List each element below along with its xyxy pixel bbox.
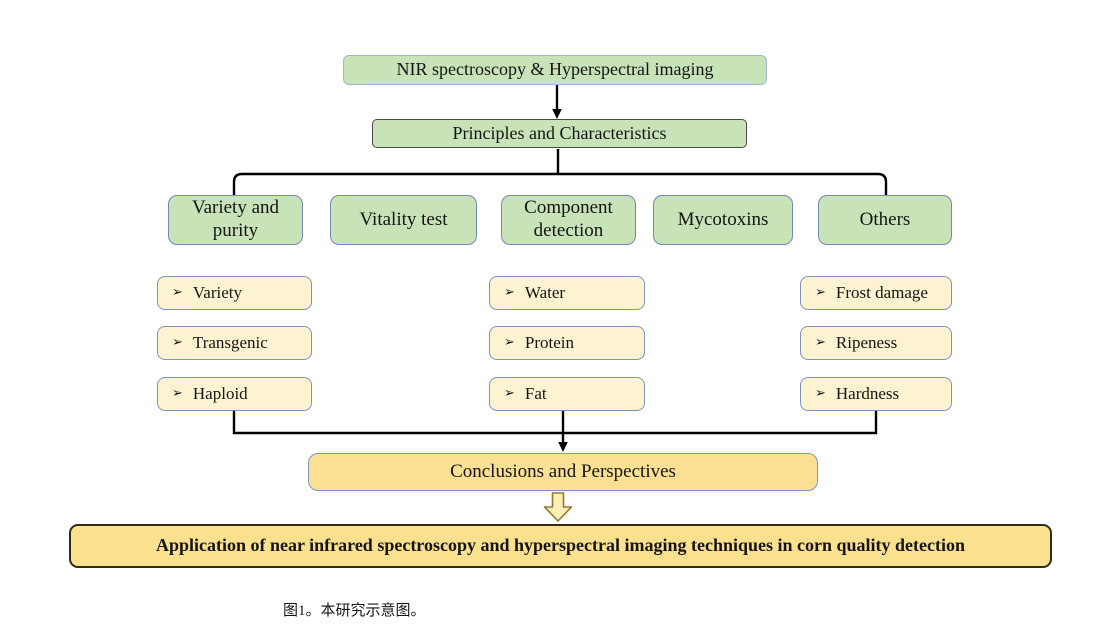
category-box-variety-purity: Variety and purity <box>168 195 303 245</box>
arrow-bullet-icon: ➢ <box>172 284 183 300</box>
arrowhead-principles-icon <box>552 109 562 119</box>
principles-box: Principles and Characteristics <box>372 119 747 148</box>
application-box-label: Application of near infrared spectroscop… <box>155 535 965 556</box>
sub-item-water: ➢ Water <box>489 276 645 310</box>
sub-item-frost-damage: ➢ Frost damage <box>800 276 952 310</box>
application-box: Application of near infrared spectroscop… <box>69 524 1052 568</box>
arrow-bullet-icon: ➢ <box>815 284 826 300</box>
arrow-bullet-icon: ➢ <box>815 385 826 401</box>
sub-item-protein: ➢ Protein <box>489 326 645 360</box>
connector-branch-bar <box>232 172 888 196</box>
arrowhead-conclusions-icon <box>558 442 568 452</box>
arrow-bullet-icon: ➢ <box>504 334 515 350</box>
sub-item-label: Haploid <box>192 383 248 403</box>
sub-item-fat: ➢ Fat <box>489 377 645 411</box>
principles-box-label: Principles and Characteristics <box>452 122 667 143</box>
sub-item-label: Fat <box>524 383 547 403</box>
category-label: Variety and purity <box>191 197 280 241</box>
category-label: Vitality test <box>359 208 448 230</box>
figure-caption: 图1。本研究示意图。 <box>283 603 426 619</box>
arrow-bullet-icon: ➢ <box>815 334 826 350</box>
category-box-others: Others <box>818 195 952 245</box>
conclusions-box-label: Conclusions and Perspectives <box>450 460 676 482</box>
sub-item-label: Frost damage <box>835 282 928 302</box>
sub-item-hardness: ➢ Hardness <box>800 377 952 411</box>
arrow-bullet-icon: ➢ <box>504 385 515 401</box>
sub-item-ripeness: ➢ Ripeness <box>800 326 952 360</box>
conclusions-box: Conclusions and Perspectives <box>308 453 818 491</box>
category-label: Others <box>859 208 911 230</box>
sub-item-label: Water <box>524 282 566 302</box>
sub-item-transgenic: ➢ Transgenic <box>157 326 312 360</box>
arrow-bullet-icon: ➢ <box>172 334 183 350</box>
category-box-vitality-test: Vitality test <box>330 195 477 245</box>
top-box-label: NIR spectroscopy & Hyperspectral imaging <box>396 59 714 80</box>
sub-item-label: Variety <box>192 282 242 302</box>
arrow-bullet-icon: ➢ <box>504 284 515 300</box>
arrow-bullet-icon: ➢ <box>172 385 183 401</box>
sub-item-variety: ➢ Variety <box>157 276 312 310</box>
category-label: Component detection <box>524 197 613 241</box>
sub-item-label: Ripeness <box>835 332 898 352</box>
category-label: Mycotoxins <box>677 208 769 230</box>
sub-item-label: Protein <box>524 332 575 352</box>
category-box-component-detection: Component detection <box>501 195 636 245</box>
sub-item-label: Hardness <box>835 383 900 403</box>
sub-item-label: Transgenic <box>192 332 268 352</box>
top-box: NIR spectroscopy & Hyperspectral imaging <box>343 55 767 85</box>
sub-item-haploid: ➢ Haploid <box>157 377 312 411</box>
block-down-arrow-icon <box>543 492 573 522</box>
connector-converge-bar <box>232 411 878 435</box>
category-box-mycotoxins: Mycotoxins <box>653 195 793 245</box>
